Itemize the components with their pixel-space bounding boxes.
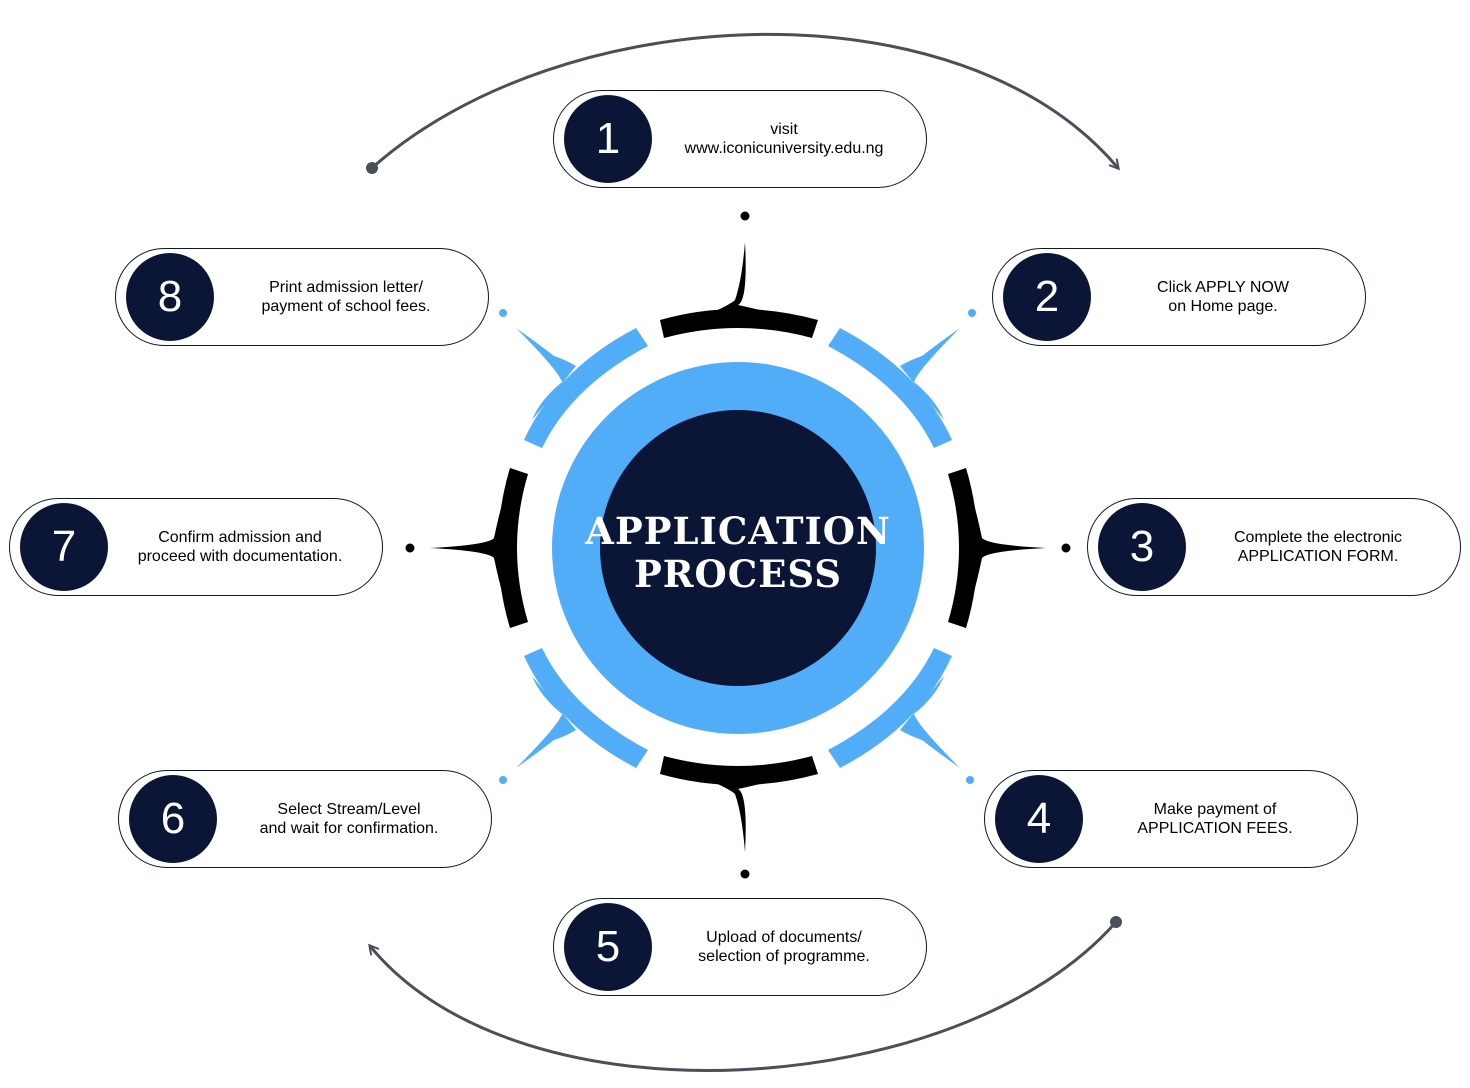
spike-left <box>430 490 506 606</box>
step-7-line-2: proceed with documentation. <box>137 548 343 565</box>
step-5-line-1: Upload of documents/ <box>706 928 862 946</box>
top-cycle-arc <box>371 33 1118 168</box>
step-4-text: Make payment of APPLICATION FEES. <box>1083 771 1347 867</box>
spike-top-left <box>516 328 576 420</box>
spike-top <box>700 242 790 318</box>
step-3-line-2: APPLICATION FORM. <box>1237 548 1399 565</box>
step-7-line-1: Confirm admission and <box>158 528 322 546</box>
step-1-line-1: visit <box>770 120 798 138</box>
step-4-number-badge: 4 <box>995 775 1083 863</box>
spike-segment-top-left <box>524 328 648 448</box>
spike-bottom-left <box>516 676 576 768</box>
step-8-number-badge: 8 <box>126 253 214 341</box>
step-1-text: visit www.iconicuniversity.edu.ng <box>652 91 916 187</box>
step-5-card: 5 Upload of documents/ selection of prog… <box>553 898 927 996</box>
step-1-number-badge: 1 <box>564 95 652 183</box>
step-7-text: Confirm admission and proceed with docum… <box>108 499 372 595</box>
step-1-card: 1 visit www.iconicuniversity.edu.ng <box>553 90 927 188</box>
spike-right <box>970 490 1046 606</box>
step-2-line-1: Click APPLY NOW <box>1157 278 1289 296</box>
spike-bottom <box>700 776 790 852</box>
step-3-line-1: Complete the electronic <box>1233 528 1403 546</box>
step-1-line-2: www.iconicuniversity.edu.ng <box>684 140 884 157</box>
step-3-card: 3 Complete the electronic APPLICATION FO… <box>1087 498 1461 596</box>
step-2-card: 2 Click APPLY NOW on Home page. <box>992 248 1366 346</box>
step-3-number-badge: 3 <box>1098 503 1186 591</box>
spike-segment-bottom-left <box>524 648 648 768</box>
center-navy-core <box>600 410 876 686</box>
step-6-line-1: Select Stream/Level <box>277 800 421 818</box>
step-6-number-badge: 6 <box>129 775 217 863</box>
step-8-line-1: Print admission letter/ <box>269 278 423 296</box>
step-4-line-1: Make payment of <box>1153 800 1277 818</box>
step-6-text: Select Stream/Level and wait for confirm… <box>217 771 481 867</box>
step-7-card: 7 Confirm admission and proceed with doc… <box>9 498 383 596</box>
step-4-card: 4 Make payment of APPLICATION FEES. <box>984 770 1358 868</box>
step-5-line-2: selection of programme. <box>698 948 870 965</box>
spike-bottom-right-dot <box>966 776 974 784</box>
spike-top-right <box>900 328 960 420</box>
center-title: APPLICATION PROCESS <box>585 418 890 688</box>
step-2-number-badge: 2 <box>1003 253 1091 341</box>
step-2-line-2: on Home page. <box>1168 298 1278 315</box>
spike-top-right-dot <box>968 309 976 317</box>
step-7-number-badge: 7 <box>20 503 108 591</box>
title-line-1: APPLICATION <box>585 509 891 554</box>
step-6-card: 6 Select Stream/Level and wait for confi… <box>118 770 492 868</box>
step-4-line-2: APPLICATION FEES. <box>1137 820 1293 837</box>
spike-bottom-dot <box>740 869 750 879</box>
step-2-text: Click APPLY NOW on Home page. <box>1091 249 1355 345</box>
spike-segment-bottom-right <box>828 648 952 768</box>
step-3-text: Complete the electronic APPLICATION FORM… <box>1186 499 1450 595</box>
top-arc-start-dot <box>366 162 378 174</box>
bottom-arc-start-dot <box>1110 916 1122 928</box>
spike-right-dot <box>1061 543 1071 553</box>
bottom-cycle-arc <box>370 921 1118 1072</box>
step-6-line-2: and wait for confirmation. <box>259 820 439 837</box>
step-5-text: Upload of documents/ selection of progra… <box>652 899 916 995</box>
step-8-text: Print admission letter/ payment of schoo… <box>214 249 478 345</box>
spike-bottom-left-dot <box>499 776 507 784</box>
step-8-line-2: payment of school fees. <box>261 298 431 315</box>
spike-bottom-right <box>900 676 960 768</box>
title-line-2: PROCESS <box>633 552 843 596</box>
spike-left-dot <box>405 543 415 553</box>
step-5-number-badge: 5 <box>564 903 652 991</box>
spike-top-left-dot <box>499 309 507 317</box>
spike-segment-top-right <box>828 328 952 448</box>
spike-top-dot <box>740 211 750 221</box>
step-8-card: 8 Print admission letter/ payment of sch… <box>115 248 489 346</box>
